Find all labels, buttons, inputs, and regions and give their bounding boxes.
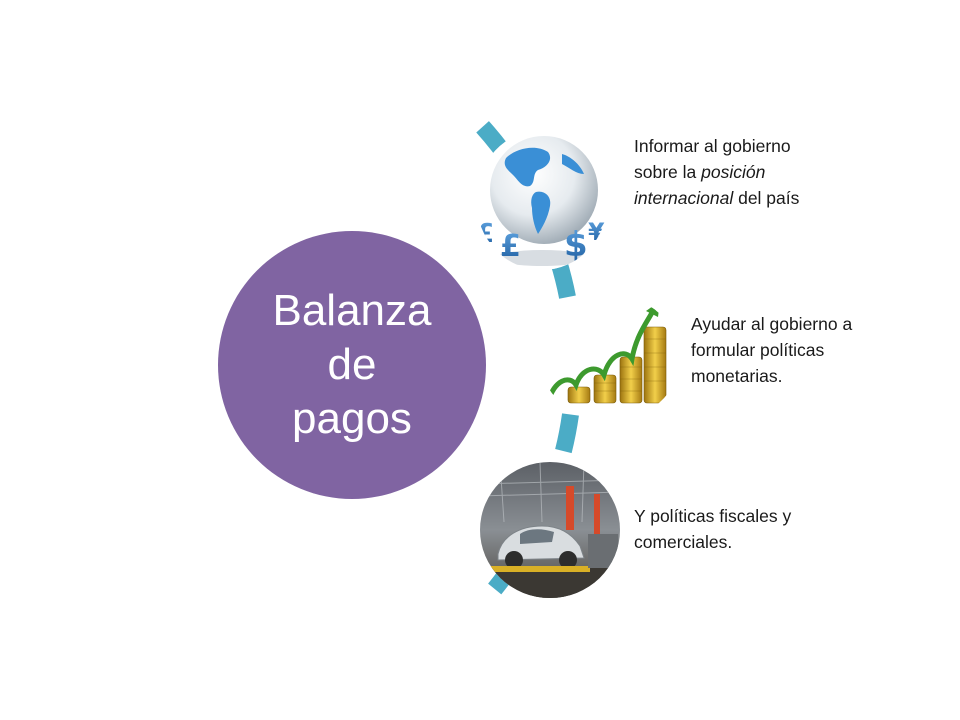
svg-text:¥: ¥ (588, 218, 605, 246)
svg-text:$: $ (564, 225, 588, 265)
caption-1: Informar al gobierno sobre la posición i… (634, 133, 824, 211)
caption-3: Y políticas fiscales y comerciales. (634, 506, 792, 552)
coin-growth-image (540, 295, 680, 421)
svg-text:£: £ (476, 219, 494, 249)
hub-title: Balanza de pagos (272, 284, 431, 446)
hub-title-line-3: pagos (292, 394, 412, 443)
svg-text:£: £ (500, 229, 521, 264)
hub-title-line-1: Balanza (272, 286, 432, 335)
hub-title-line-2: de (327, 340, 377, 389)
center-hub: Balanza de pagos (218, 231, 486, 499)
caption-1-text-a: Informar al gobierno sobre la (634, 136, 791, 182)
caption-1-text-b: del país (733, 188, 800, 208)
caption-2: Ayudar al gobierno a formular políticas … (691, 314, 853, 386)
caption-1-italic: posición internacional (634, 162, 766, 208)
car-factory-image (480, 462, 620, 598)
globe-image: £ £ $ ¥ (476, 130, 608, 270)
